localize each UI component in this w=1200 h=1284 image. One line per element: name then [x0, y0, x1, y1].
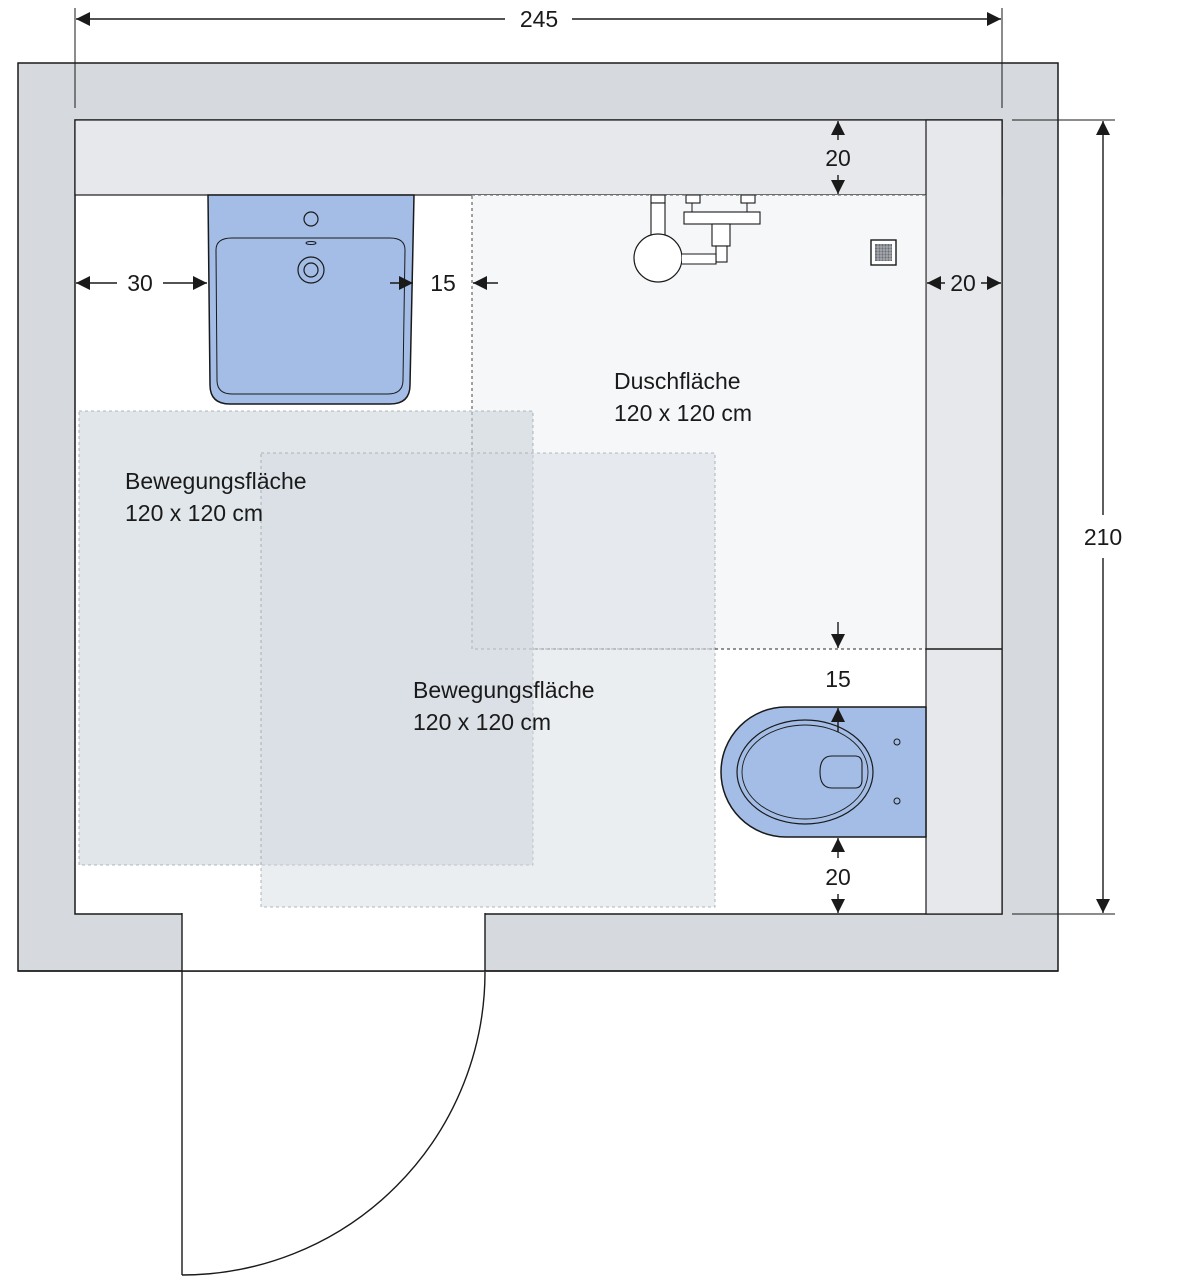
- movement-area-1-size: 120 x 120 cm: [125, 500, 263, 526]
- floor-drain-icon: [870, 239, 897, 266]
- total-width-value: 245: [520, 6, 558, 32]
- movement-area-2-label: Bewegungsfläche: [413, 677, 595, 703]
- movement-area-1: [78, 410, 534, 866]
- movement-area-2: [260, 452, 716, 908]
- shower-fitting-icon: [633, 194, 761, 283]
- wc-top-gap-value: 15: [825, 666, 851, 692]
- door: [181, 913, 486, 1276]
- shower-area-size: 120 x 120 cm: [614, 400, 752, 426]
- movement-area-2-size: 120 x 120 cm: [413, 709, 551, 735]
- dimension-wc-bottom-gap: 20: [825, 838, 851, 913]
- wc-bottom-gap-value: 20: [825, 864, 851, 890]
- washbasin-gap-value: 15: [430, 270, 456, 296]
- dimension-left-clearance: 30: [76, 270, 207, 296]
- pre-wall-top: [74, 119, 1003, 196]
- total-height-value: 210: [1084, 524, 1122, 550]
- shower-area: [471, 194, 927, 650]
- top-gap-value: 20: [825, 145, 851, 171]
- washbasin: [207, 194, 415, 405]
- movement-area-1-label: Bewegungsfläche: [125, 468, 307, 494]
- dimension-washbasin-gap: 15: [390, 270, 498, 296]
- right-gap-value: 20: [950, 270, 976, 296]
- dimension-total-height: 210: [1012, 119, 1122, 915]
- wc-toilet: [720, 706, 927, 838]
- dimension-top-gap: 20: [825, 121, 851, 194]
- dimension-wc-top-gap: 15: [825, 622, 851, 732]
- shower-area-label: Duschfläche: [614, 368, 741, 394]
- pre-wall-right: [925, 119, 1003, 915]
- left-clearance-value: 30: [127, 270, 153, 296]
- dimension-right-gap: 20: [927, 270, 1001, 296]
- dimension-total-width: 245: [74, 6, 1003, 108]
- door-swing-arc: [181, 971, 486, 1276]
